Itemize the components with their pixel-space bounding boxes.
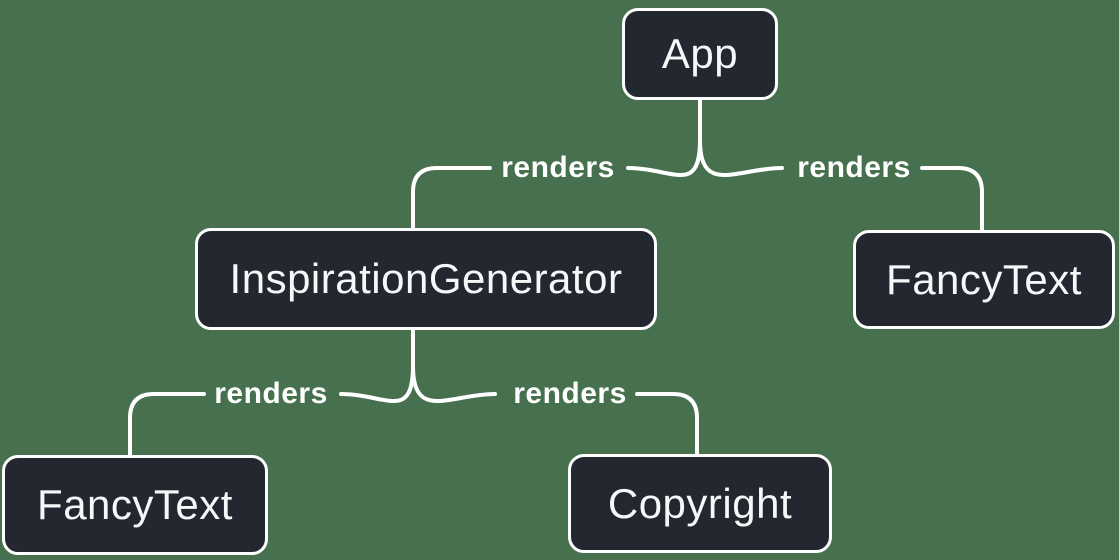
node-copyright-label: Copyright: [607, 479, 793, 527]
edge-app-junction-right: [698, 138, 784, 177]
node-fancy-text-top-label: FancyText: [886, 255, 1082, 303]
edge-label-inspiration-copyright: renders: [513, 377, 627, 410]
edge-label-app-inspirationgenerator: renders: [501, 151, 615, 184]
edge-label-inspiration-fancytext: renders: [214, 377, 328, 410]
node-app: App: [622, 8, 778, 100]
edge-app-inspirationgenerator: [411, 166, 492, 230]
node-fancy-text-bottom-label: FancyText: [37, 481, 233, 528]
edge-inspiration-copyright: [635, 392, 699, 456]
node-inspiration-generator-label: InspirationGenerator: [229, 255, 623, 302]
node-inspiration-generator: InspirationGenerator: [195, 228, 657, 330]
edge-app-junction-left: [626, 138, 702, 177]
node-fancy-text-top: FancyText: [853, 230, 1115, 329]
node-app-label: App: [661, 30, 739, 77]
edge-inspiration-junction-left: [339, 364, 415, 403]
edge-app-fancytext: [920, 166, 984, 232]
edge-inspiration-junction-right: [411, 364, 497, 403]
edge-label-app-fancytext: renders: [797, 151, 911, 184]
edge-inspiration-fancytext: [128, 392, 206, 457]
node-fancy-text-bottom: FancyText: [2, 455, 268, 555]
node-copyright: Copyright: [568, 454, 832, 553]
